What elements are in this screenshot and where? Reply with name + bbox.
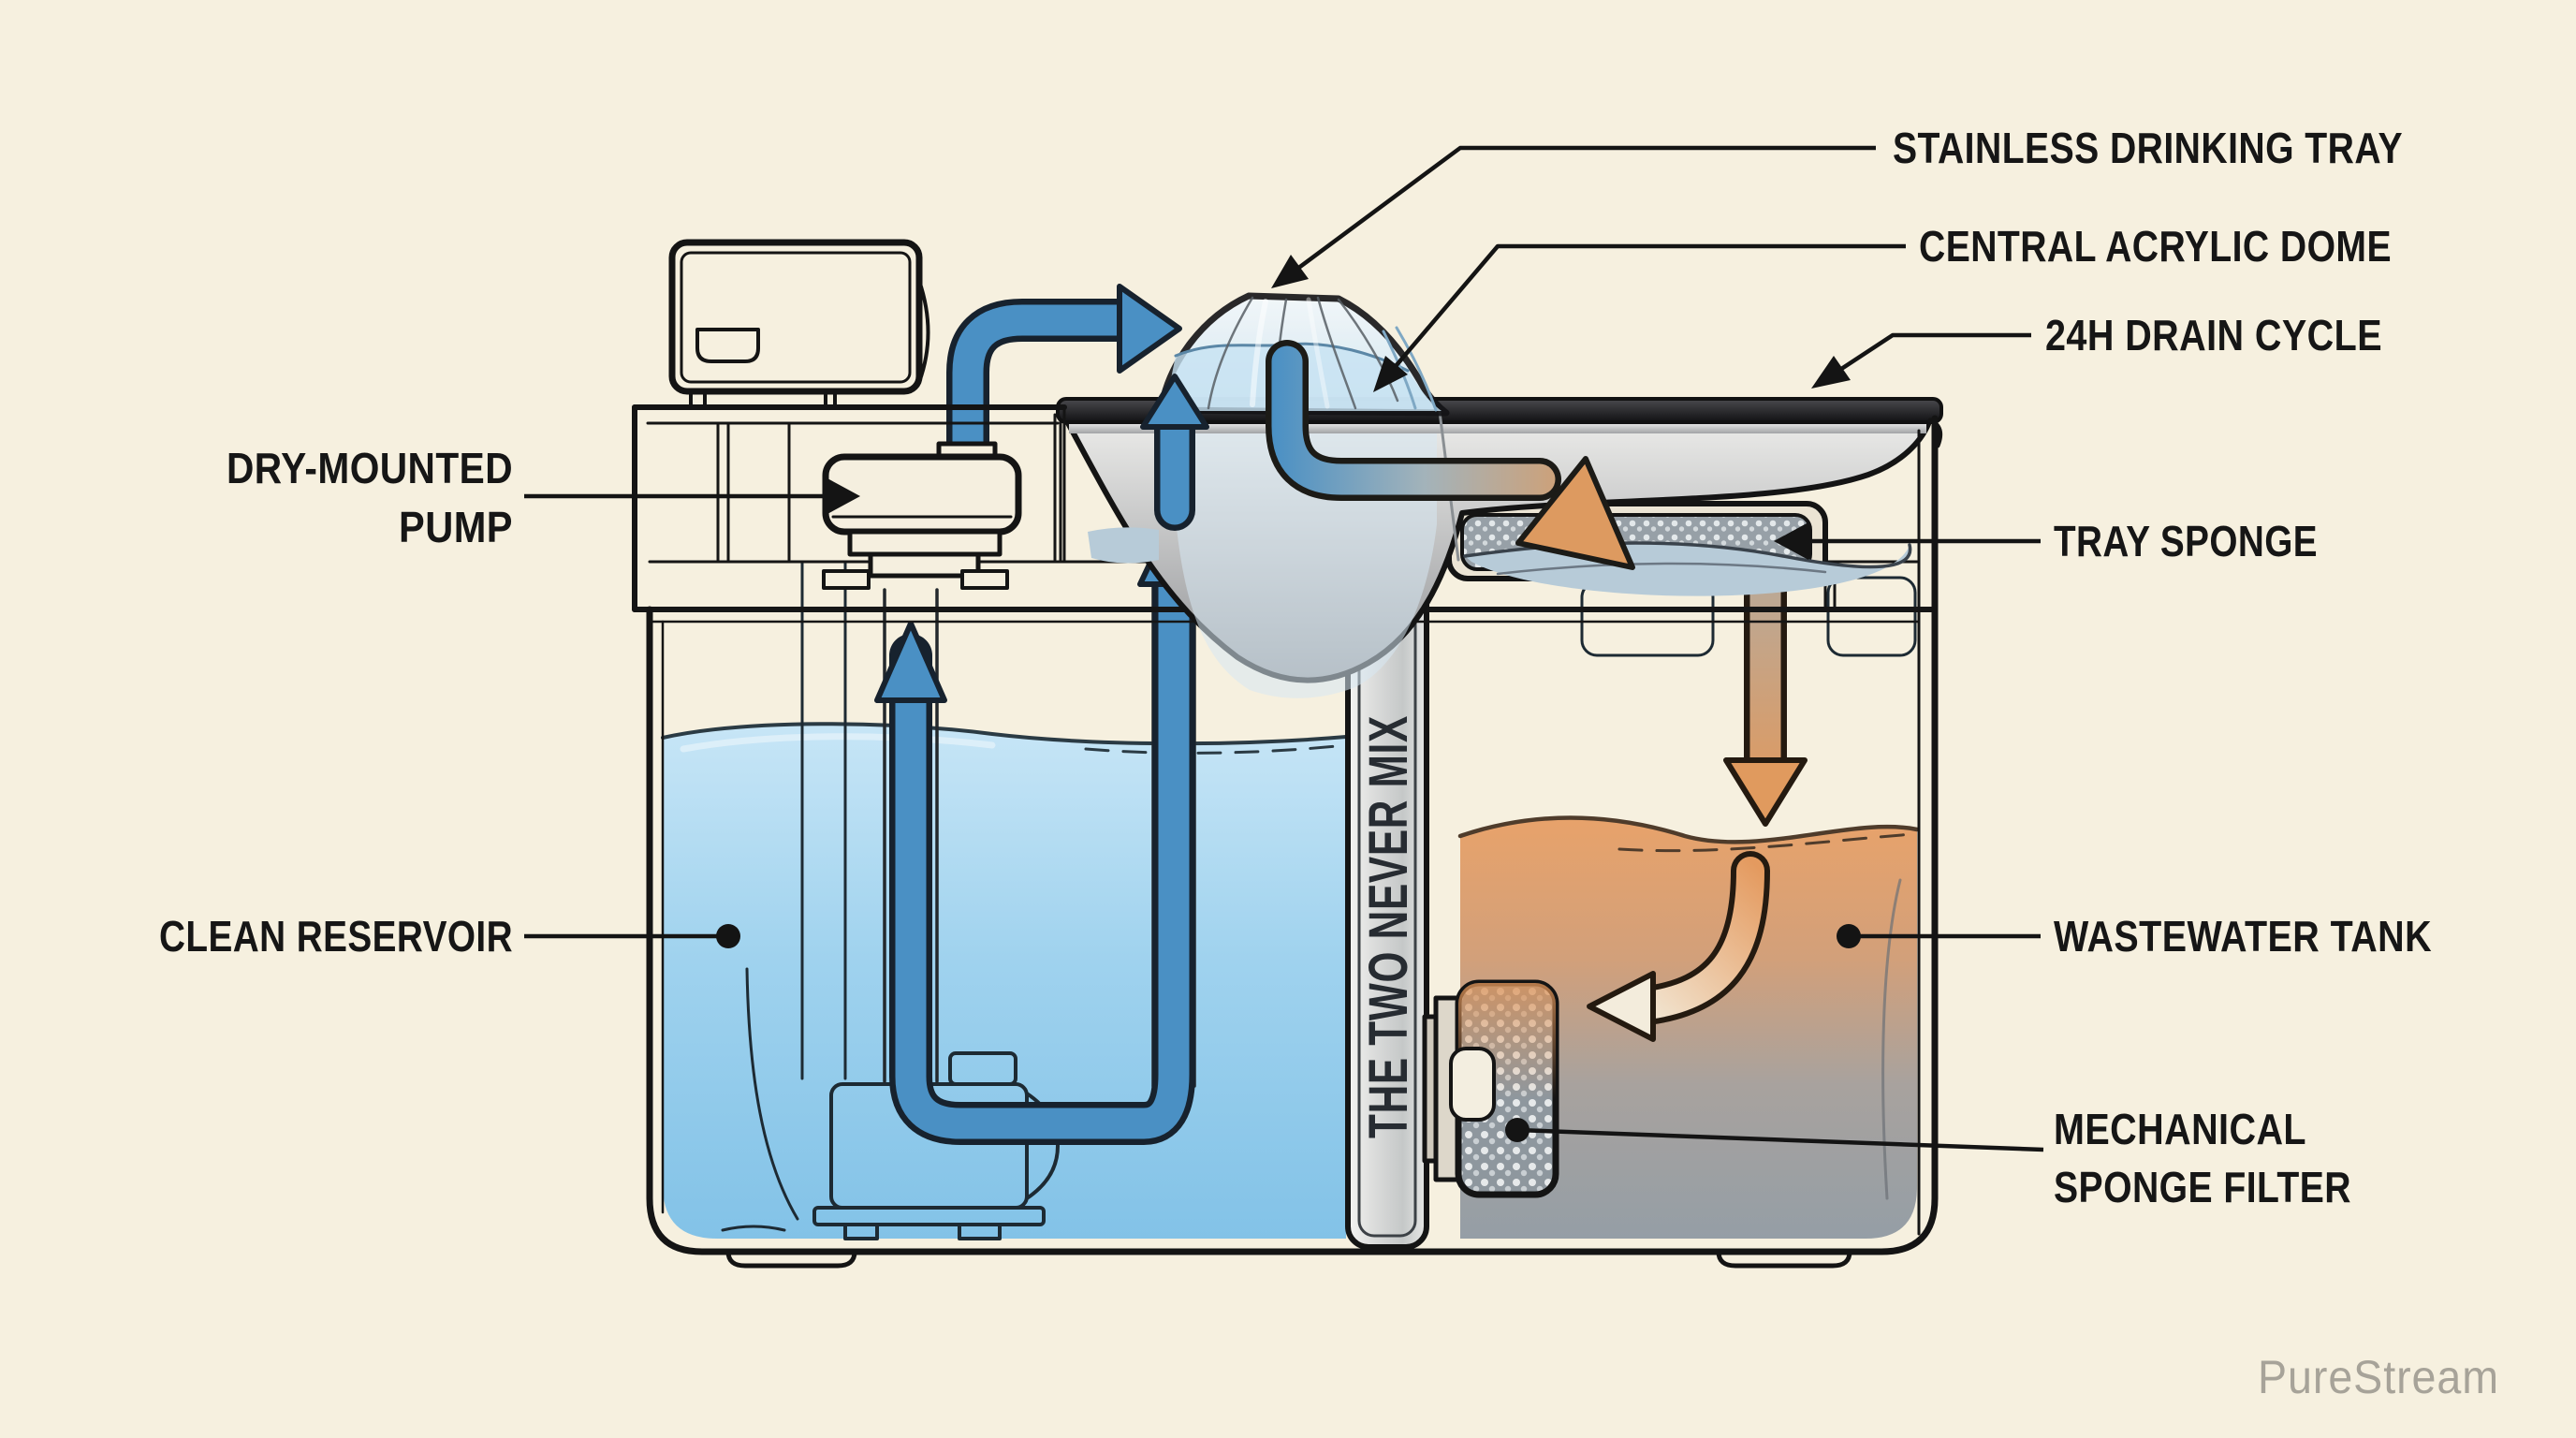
module-notch bbox=[695, 328, 760, 363]
flush-arrow bbox=[1587, 851, 1770, 1042]
callout-dot bbox=[1505, 1118, 1530, 1142]
pump-outlet-arrow bbox=[946, 284, 1182, 482]
label-clean-reservoir: CLEAN RESERVOIR bbox=[159, 912, 513, 961]
control-module bbox=[668, 239, 930, 409]
callout-wastewater-tank bbox=[1837, 924, 2041, 948]
callout-clean-reservoir bbox=[524, 924, 740, 948]
callout-mechanical-filter bbox=[1505, 1118, 2044, 1152]
reservoir-up-arrowhead bbox=[874, 621, 947, 703]
label-24h-drain-cycle: 24H DRAIN CYCLE bbox=[2045, 311, 2382, 360]
label-tray-sponge: TRAY SPONGE bbox=[2054, 517, 2318, 565]
module-cable bbox=[917, 279, 930, 384]
flush-arrowhead bbox=[1587, 971, 1656, 1042]
clean-reservoir-water bbox=[661, 722, 1348, 1239]
callout-tray-sponge bbox=[1774, 522, 2041, 560]
label-central-acrylic-dome: CENTRAL ACRYLIC DOME bbox=[1919, 222, 2392, 271]
brand-logo: PureStream bbox=[2258, 1351, 2499, 1403]
filter-notch bbox=[1449, 1047, 1496, 1122]
labels: STAINLESS DRINKING TRAY CENTRAL ACRYLIC … bbox=[159, 124, 2432, 1211]
callout-dot bbox=[1837, 924, 1861, 948]
mechanical-sponge-filter bbox=[1422, 979, 1559, 1198]
divider-wall: THE TWO NEVER MIX bbox=[1345, 550, 1429, 1250]
callout-dry-mounted-pump bbox=[524, 478, 860, 514]
right-foot bbox=[1716, 1249, 1852, 1269]
callout-arrowhead bbox=[1373, 356, 1408, 392]
label-mechanical: MECHANICAL bbox=[2054, 1105, 2306, 1153]
fountain-device: THE TWO NEVER MIX bbox=[632, 239, 1943, 1269]
dry-mounted-pump bbox=[822, 441, 1022, 590]
tray-drain-arrow bbox=[1266, 340, 1635, 570]
label-pump: PUMP bbox=[399, 503, 513, 551]
tray-drain-arrowhead bbox=[1515, 456, 1635, 570]
label-wastewater-tank: WASTEWATER TANK bbox=[2054, 912, 2432, 961]
reservoir-intake-assembly bbox=[721, 560, 1060, 1240]
callout-drain-cycle bbox=[1811, 332, 2031, 389]
callout-arrowhead bbox=[827, 478, 860, 514]
tank-recess-right bbox=[1826, 576, 1917, 657]
label-dry-mounted: DRY-MOUNTED bbox=[227, 444, 513, 492]
callout-arrowhead bbox=[1811, 356, 1851, 389]
callout-dot bbox=[716, 924, 740, 948]
left-foot bbox=[725, 1249, 857, 1269]
label-stainless-drinking-tray: STAINLESS DRINKING TRAY bbox=[1893, 124, 2403, 172]
callout-acrylic-dome bbox=[1373, 243, 1906, 392]
outer-shell bbox=[632, 404, 1939, 1269]
tray-water-left bbox=[1088, 527, 1159, 564]
callout-arrowhead bbox=[1774, 522, 1808, 560]
pump-outlet-arrowhead bbox=[1117, 284, 1182, 374]
divider-banner-text: THE TWO NEVER MIX bbox=[1358, 715, 1419, 1138]
callout-arrowhead bbox=[1271, 255, 1309, 288]
dome-up-arrow bbox=[1140, 374, 1209, 531]
callout-stainless-tray bbox=[1271, 145, 1876, 288]
waste-fall-arrowhead bbox=[1723, 757, 1808, 827]
callouts bbox=[524, 145, 2044, 1152]
label-sponge-filter: SPONGE FILTER bbox=[2054, 1163, 2351, 1211]
